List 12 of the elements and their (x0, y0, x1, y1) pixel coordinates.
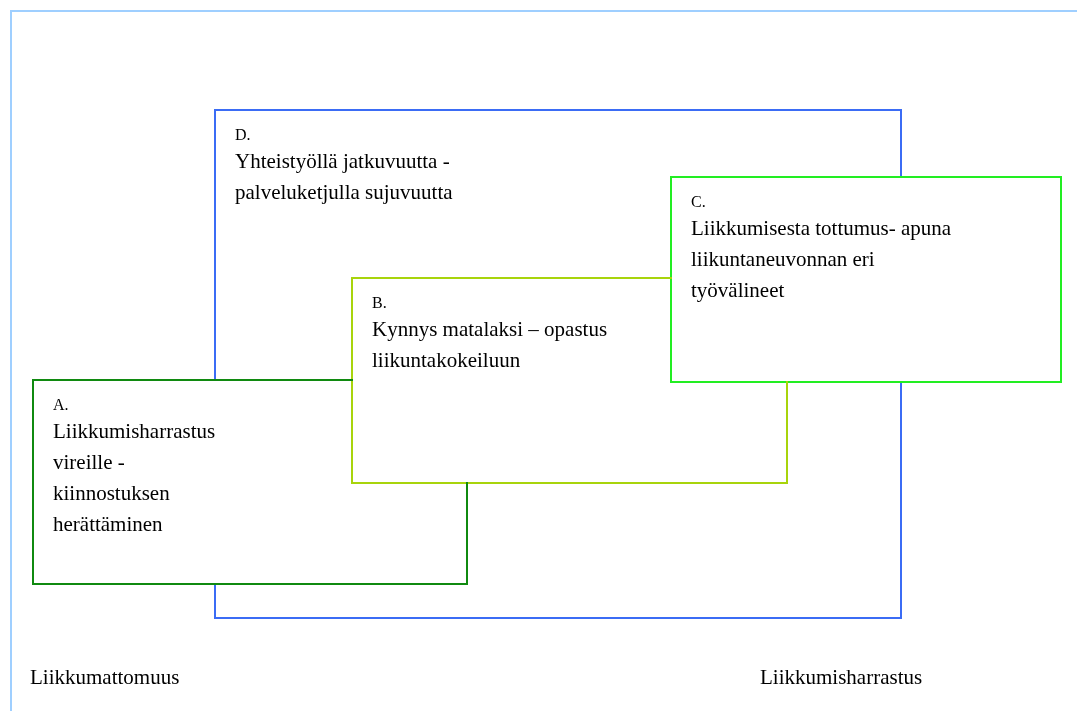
section-letter: D. (235, 125, 252, 145)
section-box (671, 177, 1061, 382)
section-letter: A. (53, 395, 70, 415)
section-letter: C. (691, 192, 707, 212)
section-text: Yhteistyöllä jatkuvuutta - palveluketjulla sujuvuutta (235, 148, 454, 206)
section-text: Liikkumisharrastus vireille - kiinnostuksen herättäminen (53, 418, 213, 538)
scale-end-label: Liikkumattomuus (30, 665, 180, 690)
section-box (33, 380, 467, 584)
section-text: Kynnys matalaksi – opastus liikuntakokeiluun (372, 316, 609, 374)
section-box (215, 110, 901, 618)
scale-end-label: Liikkumisharrastus (760, 665, 923, 690)
section-text: Liikkumisesta tottumus- apuna liikuntaneuvonnan eri työvälineet (691, 215, 953, 304)
